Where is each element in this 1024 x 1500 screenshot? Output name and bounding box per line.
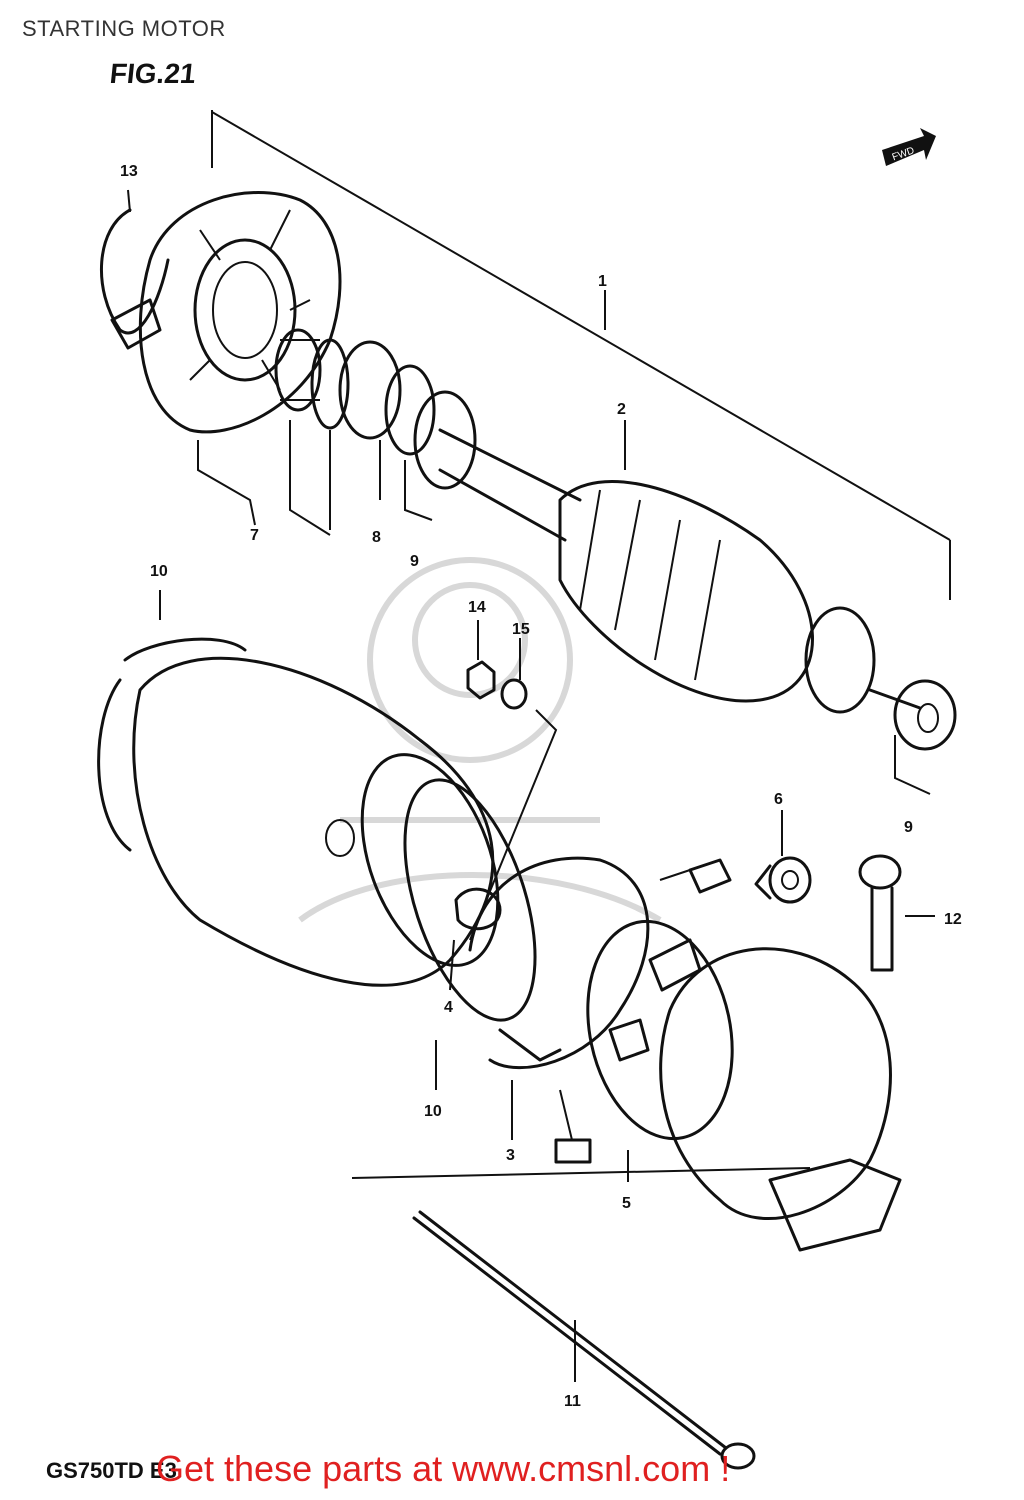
front-end-cover [110, 191, 342, 526]
callout-2: 2 [617, 401, 626, 418]
callout-labels: 1 2 3 4 5 6 7 8 9 9 10 10 11 12 13 14 15 [120, 163, 962, 1410]
bearing-7 [274, 328, 350, 536]
callout-9a: 9 [410, 553, 419, 570]
model-code: GS750TD E3 [46, 1458, 177, 1483]
callout-11: 11 [564, 1393, 581, 1410]
callout-4: 4 [444, 999, 453, 1016]
callout-13: 13 [120, 163, 138, 180]
callout-10b: 10 [424, 1103, 442, 1120]
o-ring-13 [99, 189, 170, 335]
forward-arrow-icon: FWD [882, 128, 936, 166]
yoke-housing [97, 590, 537, 1090]
washers-8-9 [338, 340, 477, 521]
armature-2 [438, 420, 957, 795]
terminal-bolt-4 [449, 887, 502, 991]
bolt-12 [858, 854, 935, 972]
watermark-logo [298, 557, 662, 923]
nut-14-washer-15 [466, 620, 558, 941]
page-title: STARTING MOTOR [22, 16, 226, 41]
rear-end-cover [659, 947, 902, 1252]
callout-9b: 9 [904, 819, 913, 836]
callout-14: 14 [468, 599, 486, 616]
callout-12: 12 [944, 911, 962, 928]
callout-8: 8 [372, 529, 381, 546]
shop-link[interactable]: Get these parts at www.cmsnl.com ! [156, 1448, 731, 1489]
through-bolt-11 [351, 1167, 811, 1470]
clip-6 [754, 810, 812, 904]
assembly-bracket-1 [211, 110, 951, 600]
callout-7: 7 [250, 527, 259, 544]
callout-6: 6 [774, 791, 783, 808]
callout-3: 3 [506, 1147, 515, 1164]
callout-1: 1 [598, 273, 607, 290]
callout-5: 5 [622, 1195, 631, 1212]
callout-15: 15 [512, 621, 530, 638]
callout-10a: 10 [150, 563, 168, 580]
brush-holder-3 [468, 856, 732, 1164]
brush-plate-5 [586, 919, 734, 1182]
